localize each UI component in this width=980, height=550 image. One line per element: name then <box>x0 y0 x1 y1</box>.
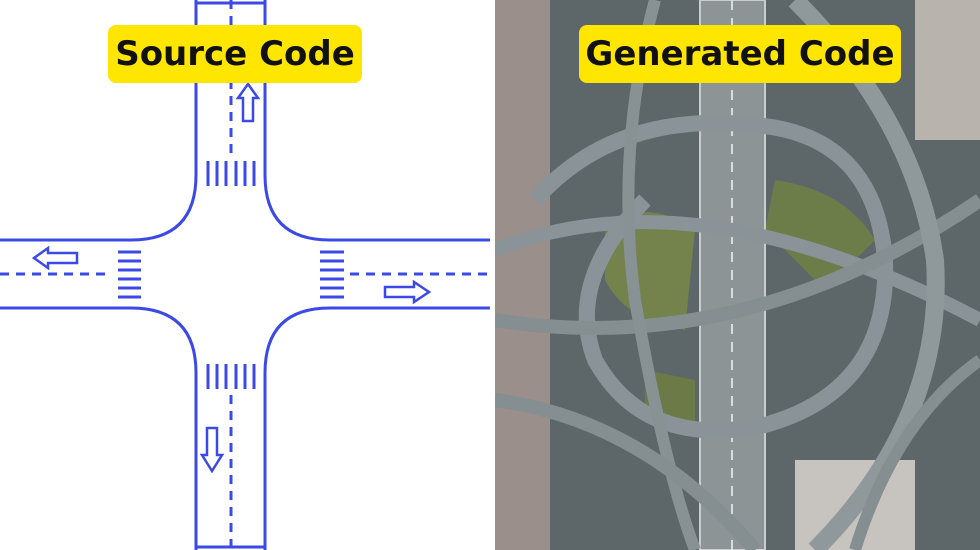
arrow-down-icon <box>199 426 225 474</box>
crosswalk-left <box>118 250 141 299</box>
source-code-label: Source Code <box>108 25 362 83</box>
arrow-left-icon <box>31 245 79 271</box>
crosswalk-bottom <box>206 364 256 389</box>
generated-code-label: Generated Code <box>579 25 901 83</box>
road-edge-top-left <box>0 0 198 242</box>
source-code-panel: Source Code <box>0 0 490 550</box>
arrow-up-icon <box>235 81 261 123</box>
road-edge-top-right <box>263 0 490 242</box>
highway-interchange-aerial-image <box>495 0 980 550</box>
road-edge-bottom-left <box>0 306 198 550</box>
crosswalk-top <box>206 161 256 186</box>
simple-intersection-diagram <box>0 0 490 550</box>
road-edge-bottom-right <box>263 306 490 550</box>
crosswalk-right <box>320 250 344 299</box>
generated-code-panel: Generated Code <box>495 0 980 550</box>
arrow-right-icon <box>383 279 432 305</box>
